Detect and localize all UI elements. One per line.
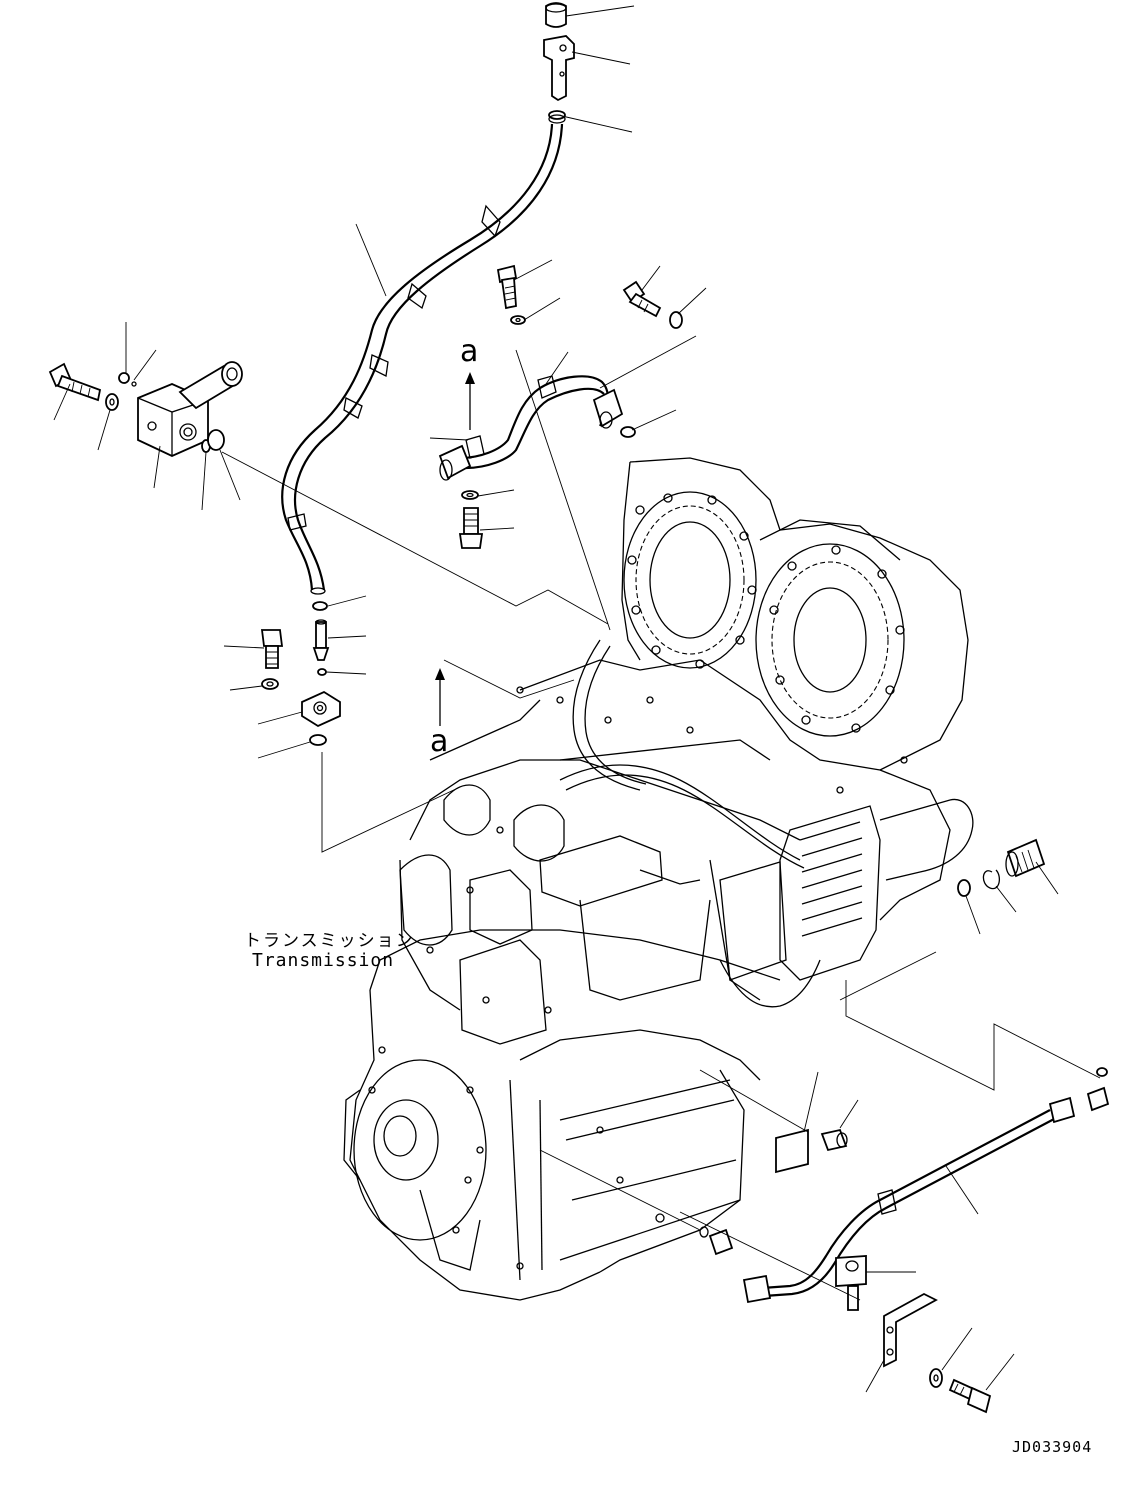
center-washer-top [510,315,526,325]
right-washer-top [669,311,683,329]
center-o-ring [620,426,636,438]
valve-block [137,361,243,457]
o-ring-flange [309,734,327,746]
transmission-label-jp: トランスミッション [244,931,415,951]
drawing-id: JD033904 [1012,1438,1093,1456]
elbow-fitting [1086,1067,1110,1112]
bracket-top [543,35,575,102]
nut-left [118,372,137,387]
view-arrow-mid [435,668,445,726]
left-bolt-stack [260,629,284,669]
lower-washer [929,1368,943,1388]
center-washer-bottom [461,490,479,500]
o-ring-right [957,879,971,897]
breather-hose [281,123,564,595]
view-marker-mid: a [430,724,449,759]
transmission-body [343,457,974,1301]
plate-label [775,1128,809,1174]
view-marker-top: a [460,334,479,369]
view-arrow-top [465,372,475,430]
center-bolt-bottom [458,507,484,549]
lower-pipe [742,1096,1076,1304]
o-rings-left [201,429,225,453]
center-bolt-top [496,264,518,310]
connector-fitting-lower [699,1226,734,1256]
phantom-lines [221,335,1101,1301]
transmission-label-en: Transmission [252,950,395,971]
bolt-left [48,362,102,402]
lower-clamp [835,1255,867,1311]
left-washer-stack [261,678,279,690]
nipple-fitting [312,619,330,661]
leader-lines [53,5,1059,1393]
clip-top [548,110,566,124]
lower-bracket [883,1292,938,1368]
cap-part [545,2,567,28]
washer-left [105,393,119,411]
lower-bolt [948,1378,992,1414]
small-bolt-plate [820,1128,848,1152]
flange-plate [301,690,341,728]
hose-clip-lower [312,601,328,611]
right-bolt-top [622,280,662,318]
small-o-ring [317,668,327,676]
plug-right [1005,838,1046,878]
center-pipe [438,375,624,481]
snap-ring-right [982,869,1001,890]
